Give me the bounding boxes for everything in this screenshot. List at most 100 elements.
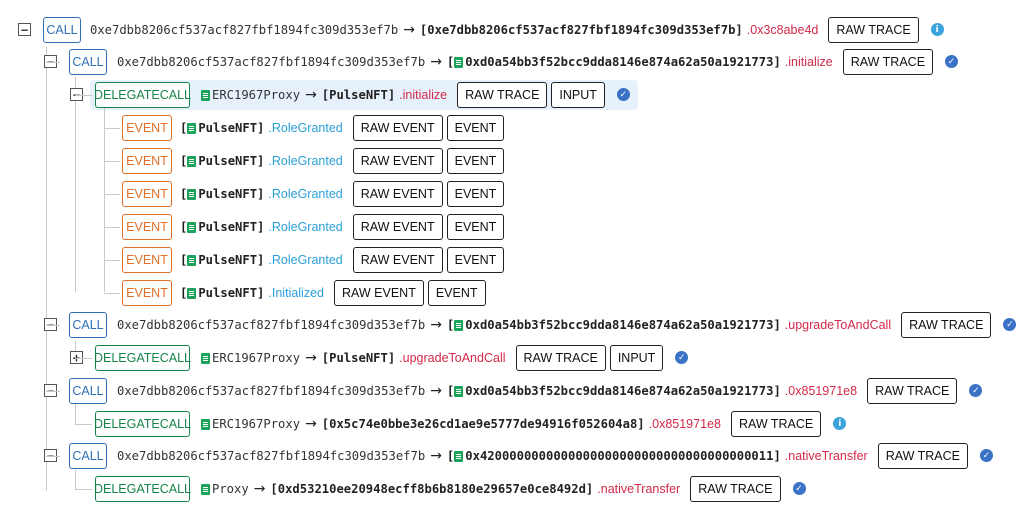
raw-trace-button[interactable]: RAW TRACE xyxy=(828,17,919,43)
to-address[interactable]: [PulseNFT] xyxy=(321,351,396,365)
from-address[interactable]: Proxy xyxy=(212,482,249,496)
trace-summary: [ PulseNFT].RoleGranted xyxy=(180,114,343,142)
event-badge[interactable]: EVENT xyxy=(122,181,172,207)
event-button[interactable]: EVENT xyxy=(446,115,505,141)
event-contract[interactable]: PulseNFT] xyxy=(198,187,265,201)
event-contract[interactable]: PulseNFT] xyxy=(198,220,265,234)
from-address[interactable]: 0xe7dbb8206cf537acf827fbf1894fc309d353ef… xyxy=(117,318,426,332)
expand-toggle[interactable]: + xyxy=(70,351,83,364)
delegatecall-badge[interactable]: DELEGATECALL xyxy=(94,411,191,437)
collapse-toggle[interactable]: − xyxy=(18,23,31,36)
to-address[interactable]: [0xe7dbb8206cf537acf827fbf1894fc309d353e… xyxy=(419,23,743,37)
to-address[interactable]: [0xd53210ee20948ecff8b6b8180e29657e0ce84… xyxy=(270,482,594,496)
to-address[interactable]: 0xd0a54bb3f52bcc9dda8146e874a62a50a19217… xyxy=(465,318,781,332)
method-name: .nativeTransfer xyxy=(784,449,868,463)
event-contract[interactable]: PulseNFT] xyxy=(198,121,265,135)
contract-icon xyxy=(201,89,210,101)
collapse-toggle[interactable]: − xyxy=(44,384,57,397)
event-button[interactable]: EVENT xyxy=(446,247,505,273)
event-button[interactable]: EVENT xyxy=(446,181,505,207)
event-badge[interactable]: EVENT xyxy=(122,148,172,174)
from-address[interactable]: ERC1967Proxy xyxy=(212,88,301,102)
raw-event-button[interactable]: RAW EVENT xyxy=(352,214,443,240)
raw-trace-button[interactable]: RAW TRACE xyxy=(842,49,934,75)
check-icon: ✓ xyxy=(792,482,806,495)
raw-event-button[interactable]: RAW EVENT xyxy=(352,148,443,174)
raw-trace-button[interactable]: RAW TRACE xyxy=(877,443,968,469)
event-badge[interactable]: EVENT xyxy=(122,247,172,273)
raw-event-button[interactable]: RAW EVENT xyxy=(333,280,424,306)
trace-summary: [PulseNFT].RoleGranted xyxy=(180,180,343,208)
arrow-icon: → xyxy=(305,350,317,366)
to-address[interactable]: [0x5c74e0bbe3e26cd1ae9e5777de94916f05260… xyxy=(321,417,645,431)
from-address[interactable]: ERC1967Proxy xyxy=(212,417,301,431)
call-badge[interactable]: CALL xyxy=(43,17,81,43)
event-button[interactable]: EVENT xyxy=(446,214,505,240)
event-button[interactable]: EVENT xyxy=(446,148,505,174)
from-address[interactable]: ERC1967Proxy xyxy=(212,351,301,365)
arrow-icon: → xyxy=(253,481,266,497)
trace-summary: 0xe7dbb8206cf537acf827fbf1894fc309d353ef… xyxy=(90,16,818,44)
from-address[interactable]: 0xe7dbb8206cf537acf827fbf1894fc309d353ef… xyxy=(117,449,426,463)
raw-trace-button[interactable]: RAW TRACE xyxy=(457,82,548,108)
delegatecall-badge[interactable]: DELEGATECALL xyxy=(94,476,191,502)
delegatecall-badge[interactable]: DELEGATECALL xyxy=(94,82,191,108)
call-badge[interactable]: CALL xyxy=(69,378,107,404)
contract-icon xyxy=(187,221,197,233)
event-contract[interactable]: PulseNFT] xyxy=(198,154,265,168)
collapse-toggle[interactable]: − xyxy=(44,55,57,68)
raw-trace-button[interactable]: RAW TRACE xyxy=(867,378,958,404)
check-icon: ✓ xyxy=(980,449,993,462)
event-badge[interactable]: EVENT xyxy=(122,280,172,306)
info-icon: i xyxy=(833,417,847,430)
raw-trace-button[interactable]: RAW TRACE xyxy=(515,345,606,371)
address-bracket: [ xyxy=(446,384,455,398)
event-name: .RoleGranted xyxy=(268,121,343,135)
trace-summary: ERC1967Proxy→[0x5c74e0bbe3e26cd1ae9e5777… xyxy=(201,410,721,438)
contract-icon xyxy=(201,418,210,430)
call-badge[interactable]: CALL xyxy=(69,312,107,338)
check-icon: ✓ xyxy=(969,384,983,397)
raw-trace-button[interactable]: RAW TRACE xyxy=(730,411,822,437)
event-badge[interactable]: EVENT xyxy=(122,214,172,240)
raw-event-button[interactable]: RAW EVENT xyxy=(352,247,443,273)
raw-trace-button[interactable]: RAW TRACE xyxy=(690,476,781,502)
raw-event-button[interactable]: RAW EVENT xyxy=(352,115,443,141)
trace-row: −CALL 0xe7dbb8206cf537acf827fbf1894fc309d… xyxy=(0,16,1017,44)
contract-icon xyxy=(187,155,197,167)
contract-bracket: [ xyxy=(180,154,188,168)
event-contract[interactable]: PulseNFT] xyxy=(198,253,265,267)
input-button[interactable]: INPUT xyxy=(609,345,664,371)
contract-icon xyxy=(454,450,464,462)
trace-row: −CALL 0xe7dbb8206cf537acf827fbf1894fc309d… xyxy=(0,311,1017,339)
event-button[interactable]: EVENT xyxy=(427,280,486,306)
collapse-toggle[interactable]: − xyxy=(44,449,57,462)
call-badge[interactable]: CALL xyxy=(69,49,107,75)
call-badge[interactable]: CALL xyxy=(69,443,107,469)
event-badge[interactable]: EVENT xyxy=(122,115,172,141)
event-contract[interactable]: PulseNFT] xyxy=(198,286,265,300)
to-address[interactable]: 0xd0a54bb3f52bcc9dda8146e874a62a50a19217… xyxy=(465,384,781,398)
event-name: .RoleGranted xyxy=(268,220,343,234)
raw-trace-button[interactable]: RAW TRACE xyxy=(901,312,992,338)
address-bracket: [ xyxy=(446,55,455,69)
from-address[interactable]: 0xe7dbb8206cf537acf827fbf1894fc309d353ef… xyxy=(117,55,426,69)
collapse-toggle[interactable]: − xyxy=(70,88,83,101)
delegatecall-badge[interactable]: DELEGATECALL xyxy=(94,345,191,371)
contract-icon xyxy=(454,56,464,68)
to-address[interactable]: [PulseNFT] xyxy=(321,88,396,102)
trace-summary: 0xe7dbb8206cf537acf827fbf1894fc309d353ef… xyxy=(117,377,857,405)
info-icon: i xyxy=(930,23,944,36)
from-address[interactable]: 0xe7dbb8206cf537acf827fbf1894fc309d353ef… xyxy=(90,23,399,37)
to-address[interactable]: 0x42000000000000000000000000000000000000… xyxy=(465,449,781,463)
raw-event-button[interactable]: RAW EVENT xyxy=(352,181,443,207)
contract-bracket: [ xyxy=(180,253,188,267)
contract-bracket: [ xyxy=(180,121,188,135)
address-bracket: [ xyxy=(446,449,455,463)
contract-bracket: [ xyxy=(180,220,188,234)
from-address[interactable]: 0xe7dbb8206cf537acf827fbf1894fc309d353ef… xyxy=(117,384,426,398)
to-address[interactable]: 0xd0a54bb3f52bcc9dda8146e874a62a50a19217… xyxy=(465,55,781,69)
collapse-toggle[interactable]: − xyxy=(44,318,57,331)
input-button[interactable]: INPUT xyxy=(551,82,605,108)
